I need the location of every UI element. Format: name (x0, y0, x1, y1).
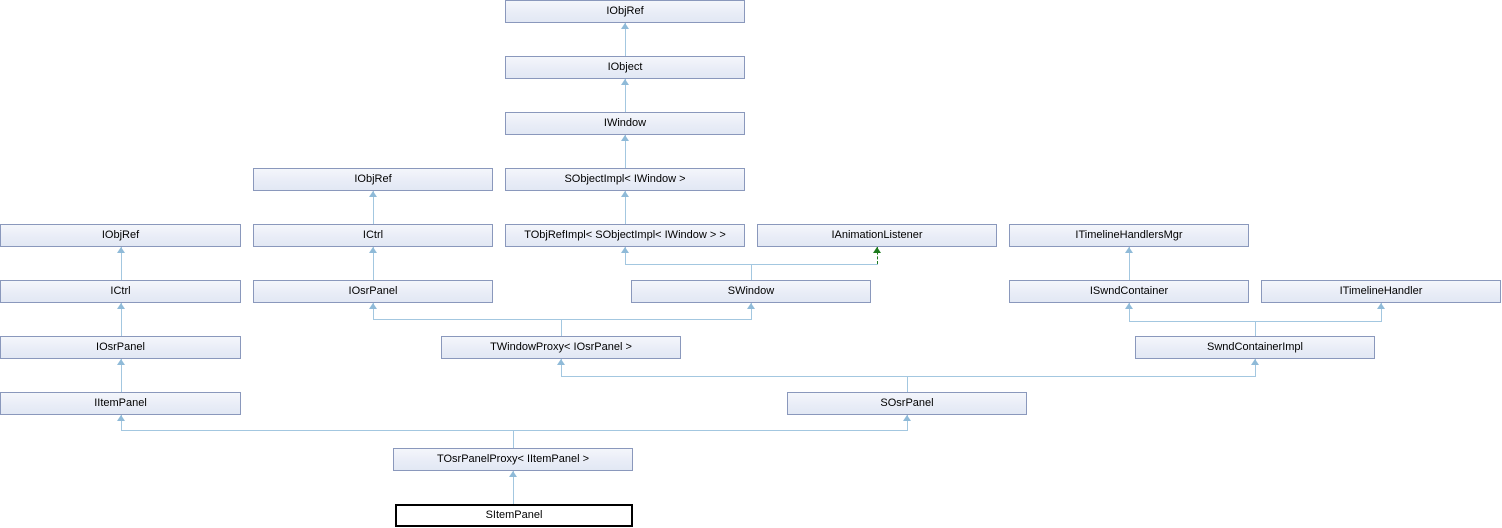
arrowhead-iosrpanelmid-ictrlmid (369, 247, 377, 253)
edge-twindowproxy-swindow (751, 303, 752, 319)
edge-sosrpanel-junction (561, 376, 1256, 377)
edge-iswndcontainer-itimelinehandlersmgr (1129, 247, 1130, 280)
edge-sosrpanel-swndcontainerimpl (1255, 359, 1256, 376)
edge-iitempanel-iosrpanelleft (121, 359, 122, 392)
class-node-tobjrefimpl[interactable]: TObjRefImpl< SObjectImpl< IWindow > > (505, 224, 745, 247)
edge-swindow-ianimationlistener-protected (877, 247, 878, 264)
arrowhead-tosrpanelproxy-iitempanel (117, 415, 125, 421)
edge-iosrpanelmid-ictrlmid (373, 247, 374, 280)
edge-swndcontainerimpl-itimelinehandler (1381, 303, 1382, 321)
class-node-tosrpanelproxy[interactable]: TOsrPanelProxy< IItemPanel > (393, 448, 633, 471)
edge-twindowproxy-stem (561, 319, 562, 336)
class-node-iobjref-top[interactable]: IObjRef (505, 0, 745, 23)
arrowhead-iitempanel-iosrpanelleft (117, 359, 125, 365)
edge-swndcontainerimpl-iswndcontainer (1129, 303, 1130, 321)
class-node-iosrpanel-left[interactable]: IOsrPanel (0, 336, 241, 359)
arrowhead-iobject-iobjref (621, 23, 629, 29)
edge-swindow-tobjrefimpl (625, 247, 626, 264)
edge-tobjrefimpl-sobjectimpl (625, 191, 626, 224)
arrowhead-iswndcontainer-itimelinehandlersmgr (1125, 247, 1133, 253)
edge-ictrlmid-iobjrefmid (373, 191, 374, 224)
class-node-iitempanel[interactable]: IItemPanel (0, 392, 241, 415)
arrowhead-iosrpanelleft-ictrlleft (117, 303, 125, 309)
class-node-iobject[interactable]: IObject (505, 56, 745, 79)
edge-tosrpanelproxy-iitempanel (121, 415, 122, 430)
class-node-iobjref-mid[interactable]: IObjRef (253, 168, 493, 191)
arrowhead-ictrlleft-iobjrefleft (117, 247, 125, 253)
class-node-iswndcontainer[interactable]: ISwndContainer (1009, 280, 1249, 303)
edge-sosrpanel-twindowproxy (561, 359, 562, 376)
arrowhead-swindow-ianimationlistener (873, 247, 881, 253)
class-node-sitempanel-selected: SItemPanel (395, 504, 633, 527)
class-node-swindow[interactable]: SWindow (631, 280, 871, 303)
arrowhead-swndcontainerimpl-iswndcontainer (1125, 303, 1133, 309)
arrowhead-sitempanel-tosrpanelproxy (509, 471, 517, 477)
class-node-ianimationlistener[interactable]: IAnimationListener (757, 224, 997, 247)
edge-swndcontainerimpl-stem (1255, 321, 1256, 336)
arrowhead-ictrlmid-iobjrefmid (369, 191, 377, 197)
class-node-iwindow[interactable]: IWindow (505, 112, 745, 135)
arrowhead-twindowproxy-swindow (747, 303, 755, 309)
edge-iobject-iobjref (625, 23, 626, 56)
class-node-twindowproxy[interactable]: TWindowProxy< IOsrPanel > (441, 336, 681, 359)
edge-twindowproxy-junction (373, 319, 752, 320)
class-node-sosrpanel[interactable]: SOsrPanel (787, 392, 1027, 415)
arrowhead-tobjrefimpl-sobjectimpl (621, 191, 629, 197)
edge-swndcontainerimpl-junction (1129, 321, 1382, 322)
arrowhead-sosrpanel-swndcontainerimpl (1251, 359, 1259, 365)
edge-iosrpanelleft-ictrlleft (121, 303, 122, 336)
arrowhead-sosrpanel-twindowproxy (557, 359, 565, 365)
arrowhead-sobjectimpl-iwindow (621, 135, 629, 141)
edge-tosrpanelproxy-junction (121, 430, 908, 431)
class-node-iosrpanel-mid[interactable]: IOsrPanel (253, 280, 493, 303)
edge-swindow-stem (751, 264, 752, 280)
class-node-sobjectimpl[interactable]: SObjectImpl< IWindow > (505, 168, 745, 191)
arrowhead-swndcontainerimpl-itimelinehandler (1377, 303, 1385, 309)
arrowhead-swindow-tobjrefimpl (621, 247, 629, 253)
edge-tosrpanelproxy-sosrpanel (907, 415, 908, 430)
class-node-itimelinehandlersmgr[interactable]: ITimelineHandlersMgr (1009, 224, 1249, 247)
edge-ictrlleft-iobjrefleft (121, 247, 122, 280)
arrowhead-iwindow-iobject (621, 79, 629, 85)
class-node-ictrl-left[interactable]: ICtrl (0, 280, 241, 303)
edge-iwindow-iobject (625, 79, 626, 112)
edge-sobjectimpl-iwindow (625, 135, 626, 168)
class-node-ictrl-mid[interactable]: ICtrl (253, 224, 493, 247)
class-node-swndcontainerimpl[interactable]: SwndContainerImpl (1135, 336, 1375, 359)
arrowhead-twindowproxy-iosrpanelmid (369, 303, 377, 309)
edge-twindowproxy-iosrpanelmid (373, 303, 374, 319)
edge-sosrpanel-stem (907, 376, 908, 392)
edge-swindow-junction (625, 264, 878, 265)
class-node-iobjref-left[interactable]: IObjRef (0, 224, 241, 247)
edge-sitempanel-tosrpanelproxy (513, 471, 514, 504)
edge-tosrpanelproxy-stem (513, 430, 514, 448)
arrowhead-tosrpanelproxy-sosrpanel (903, 415, 911, 421)
class-node-itimelinehandler[interactable]: ITimelineHandler (1261, 280, 1501, 303)
